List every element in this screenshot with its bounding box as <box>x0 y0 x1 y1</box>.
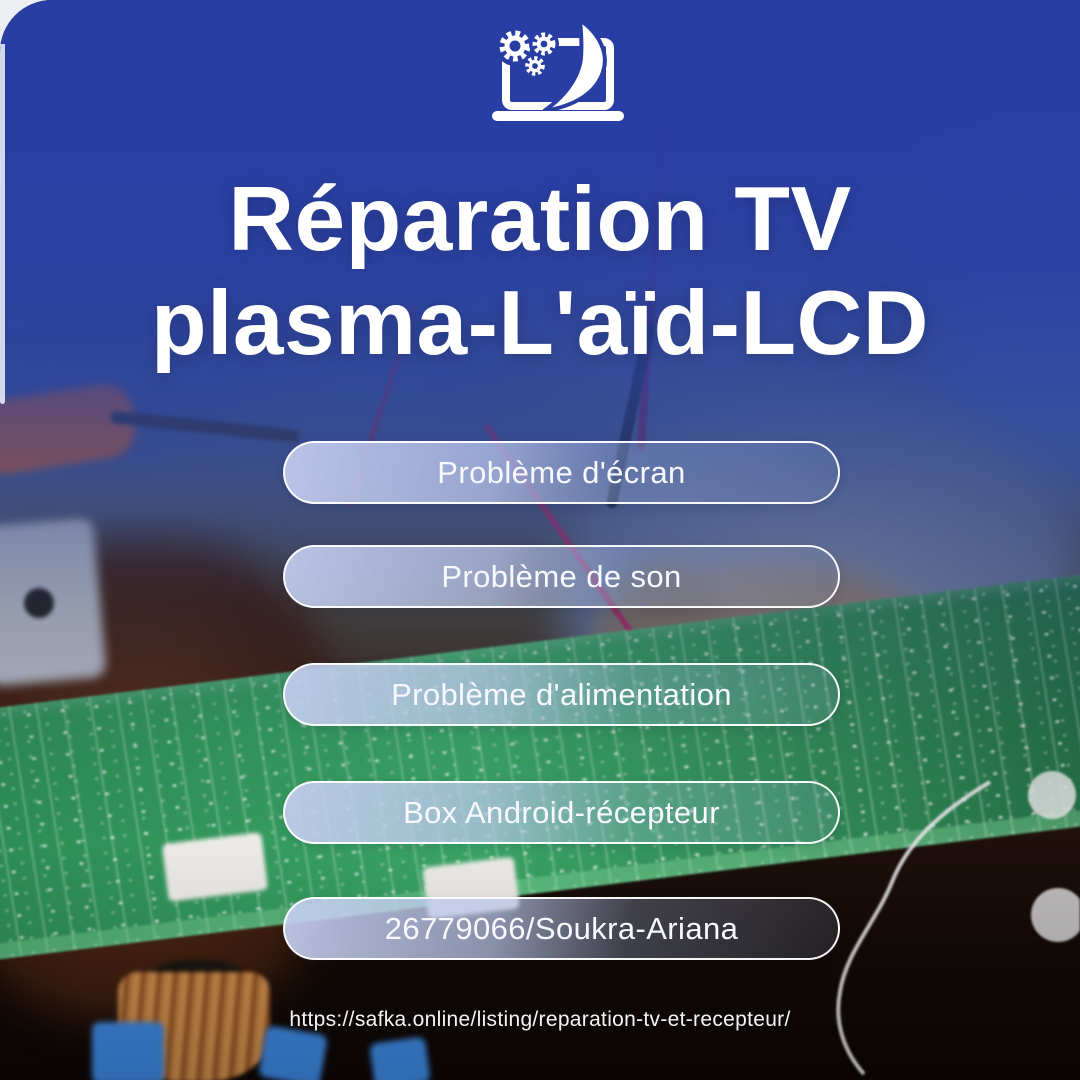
pill-probleme-alimentation[interactable]: Problème d'alimentation <box>283 663 840 726</box>
pill-box-android-recepteur[interactable]: Box Android-récepteur <box>283 781 840 844</box>
gear-icon <box>522 53 548 79</box>
gear-icon <box>529 29 559 59</box>
gear-icon <box>495 26 535 66</box>
title-line-2: plasma-L'aïd-LCD <box>151 272 929 374</box>
page-title: Réparation TV plasma-L'aïd-LCD <box>0 168 1080 375</box>
logo-swoosh <box>542 16 607 113</box>
logo-laptop-base <box>492 111 624 121</box>
pill-label: Problème d'alimentation <box>391 676 732 712</box>
pill-label: 26779066/Soukra-Ariana <box>384 910 739 946</box>
title-line-1: Réparation TV <box>228 169 852 270</box>
pill-label: Problème d'écran <box>437 454 686 490</box>
laptop-gears-logo <box>492 16 624 121</box>
pill-probleme-son[interactable]: Problème de son <box>283 545 840 608</box>
pill-phone-location[interactable]: 26779066/Soukra-Ariana <box>283 897 840 960</box>
left-edge-strip <box>0 44 5 404</box>
pill-label: Box Android-récepteur <box>403 794 720 830</box>
pill-probleme-ecran[interactable]: Problème d'écran <box>283 441 840 504</box>
pill-label: Problème de son <box>441 558 682 594</box>
listing-url[interactable]: https://safka.online/listing/reparation-… <box>289 1008 791 1031</box>
